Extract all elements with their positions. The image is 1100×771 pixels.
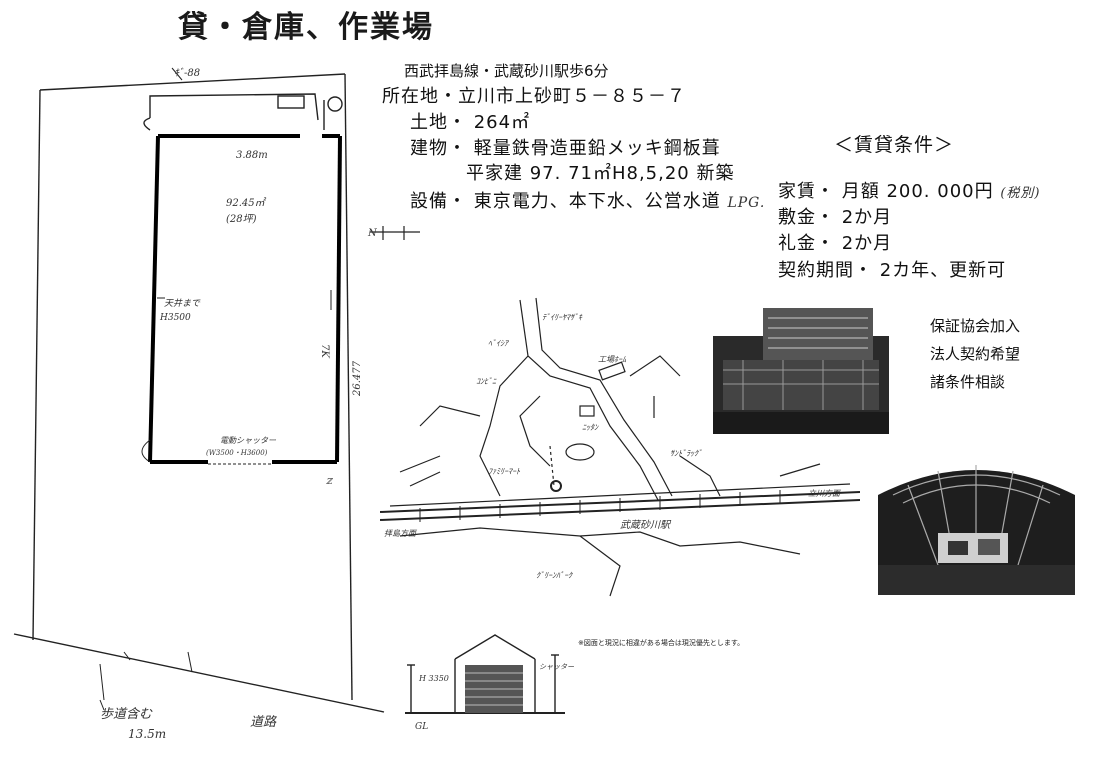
terms-heading: ＜賃貸条件＞	[834, 134, 955, 156]
compass-north: N	[367, 228, 378, 239]
pond	[565, 443, 595, 461]
map-station-label: 武蔵砂川駅	[620, 519, 672, 531]
facilities-text: 設備・ 東京電力、本下水、公営水道	[410, 191, 721, 212]
property-marker	[550, 480, 562, 492]
location-map: ﾃﾞｲﾘｰﾔﾏｻﾞｷ ﾍﾞｲｼｱ 工場ﾎｰﾑ ﾆｯﾀﾝ ﾌｧﾐﾘｰﾏｰﾄ ｺﾝﾋ…	[380, 297, 860, 597]
corner-mark: ℤ	[326, 477, 333, 486]
key-money-line: 礼金・ 2か月	[778, 233, 893, 254]
exterior-photo	[713, 300, 889, 434]
road-label: 道路	[250, 715, 277, 730]
building-line-1: 建物・ 軽量鉄骨造亜鉛メッキ鋼板葺	[410, 138, 721, 159]
lot-left-edge	[32, 89, 41, 641]
ground-line-label: GL	[415, 722, 428, 732]
elevation-drawing: H 3350 シャッター H3600 W3000 GL	[405, 634, 575, 732]
lot-top-edge	[39, 73, 346, 91]
rent-text: 家賃・ 月額 200. 000円	[778, 181, 994, 202]
map-label-3: 工場ﾎｰﾑ	[598, 355, 626, 364]
map-label-10: ｻﾝﾄﾞﾗｯｸﾞ	[670, 449, 702, 458]
map-label-4: ﾆｯﾀﾝ	[582, 423, 599, 432]
lot-bottom-edge	[13, 633, 385, 713]
conditions-notes: 保証協会加入 法人契約希望 諸条件相談	[930, 312, 1020, 396]
building-walls	[148, 134, 342, 464]
ceiling-note-2: H3500	[159, 313, 191, 323]
land-line: 土地・ 264㎡	[410, 112, 531, 133]
map-label-6: ｺﾝﾋﾞﾆ	[476, 377, 497, 386]
lot-right-edge	[344, 73, 353, 701]
facilities-line: 設備・ 東京電力、本下水、公営水道 LPG.	[410, 187, 765, 213]
map-label-2: ﾍﾞｲｼｱ	[488, 339, 510, 348]
note-corporate: 法人契約希望	[930, 345, 1021, 363]
address-line: 所在地・立川市上砂町５－８５－７	[382, 86, 686, 107]
shutter-note-2: (W3500・H3600)	[206, 449, 268, 457]
map-label-5: ﾌｧﾐﾘｰﾏｰﾄ	[488, 467, 521, 476]
floor-area-tsubo: (28坪)	[226, 213, 257, 225]
map-label-8: 拝島方面	[384, 529, 418, 538]
contract-period-line: 契約期間・ 2カ年、更新可	[778, 260, 1007, 281]
map-label-9: ｸﾞﾘｰﾝﾊﾟｰｸ	[536, 571, 573, 580]
compass	[370, 226, 420, 240]
wall-mark: 7K	[319, 344, 330, 358]
elevation-shutter-label: シャッター H3600 W3000	[539, 663, 575, 671]
sidewalk-label-2: 13.5m	[128, 727, 166, 741]
access-info: 西武拝島線・武蔵砂川駅歩6分	[404, 62, 609, 80]
map-label-1: ﾃﾞｲﾘｰﾔﾏｻﾞｷ	[542, 313, 583, 322]
elevation-height: H 3350	[418, 674, 449, 683]
side-dimension: 26.477	[352, 360, 363, 397]
sidewalk-label-1: 歩道含む	[100, 707, 153, 722]
ceiling-note-1: 天井まで	[164, 298, 201, 309]
shutter-note-1: 電動シャッター	[220, 436, 277, 445]
rent-handwritten: (税別)	[1000, 186, 1041, 201]
disclaimer: ※図面と現況に相違がある場合は現況優先とします。	[578, 639, 745, 647]
page-title: 貸・倉庫、作業場	[178, 10, 434, 45]
map-label-7: 立川方面	[808, 489, 842, 498]
note-negotiable: 諸条件相談	[930, 373, 1006, 391]
building-line-2: 平家建 97. 71㎡H8,5,20 新築	[466, 163, 735, 184]
facilities-handwritten: LPG.	[727, 195, 766, 211]
floor-area: 92.45㎡	[226, 197, 267, 209]
interior-photo	[878, 455, 1075, 595]
top-dimension: 3.88m	[236, 150, 268, 161]
rent-line: 家賃・ 月額 200. 000円 (税別)	[778, 177, 1041, 203]
floor-plan: 3.88m ｷﾞ-88 92.45㎡ (28坪) 天井まで H3500 電動シャ…	[13, 67, 420, 741]
deposit-line: 敷金・ 2か月	[778, 207, 893, 228]
lot-top-dimension: ｷﾞ-88	[174, 67, 200, 79]
note-guarantee: 保証協会加入	[930, 317, 1021, 335]
